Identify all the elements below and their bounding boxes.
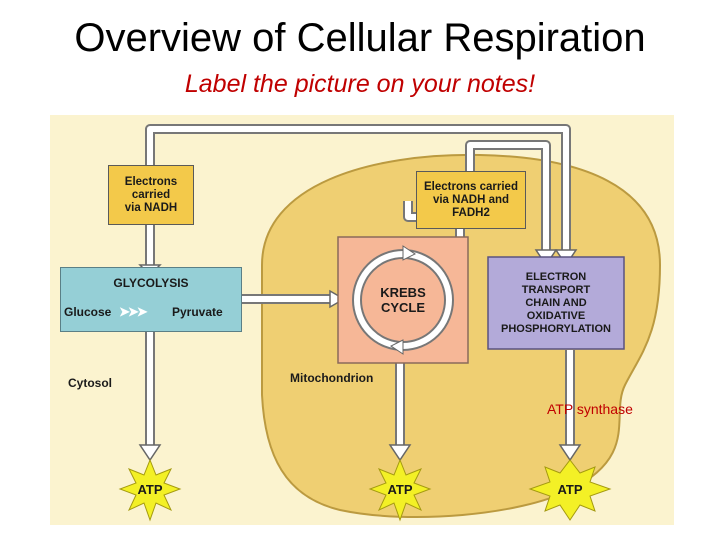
- krebs-label-box: KREBS CYCLE: [368, 280, 438, 320]
- glycolysis-title: GLYCOLYSIS: [113, 276, 189, 290]
- atp-label-oxidative: ATP: [557, 482, 583, 497]
- atp-synthase-label: ATP synthase: [547, 401, 633, 417]
- atp-stars: [118, 458, 612, 522]
- etc-label-box: ELECTRON TRANSPORT CHAIN AND OXIDATIVE P…: [488, 257, 624, 349]
- glucose-label: Glucose: [64, 305, 112, 319]
- etc-box: [487, 256, 625, 350]
- glycolysis-arrows-icon: ➤➤➤: [119, 304, 148, 319]
- arrow-heads: [138, 249, 582, 462]
- mitochondrion-label: Mitochondrion: [290, 371, 374, 385]
- etc-label: ELECTRON TRANSPORT CHAIN AND OXIDATIVE P…: [500, 270, 611, 335]
- nadh-electrons-label: Electrons carried via NADH: [124, 175, 178, 214]
- respiration-diagram: Electrons carried via NADH Electrons car…: [50, 115, 674, 525]
- glycolysis-box: GLYCOLYSIS Glucose ➤➤➤ Pyruvate: [60, 267, 242, 332]
- electron-flow-arrows: [145, 124, 575, 445]
- nadh-fadh2-electrons-box: Electrons carried via NADH and FADH2: [416, 171, 526, 229]
- nadh-fadh2-electrons-label: Electrons carried via NADH and FADH2: [424, 180, 518, 219]
- atp-label-krebs: ATP: [387, 482, 413, 497]
- atp-label-glycolysis: ATP: [137, 482, 163, 497]
- krebs-label: KREBS CYCLE: [380, 285, 426, 315]
- nadh-electrons-box: Electrons carried via NADH: [108, 165, 194, 225]
- diagram-graphics: [118, 124, 662, 522]
- page-subtitle: Label the picture on your notes!: [184, 70, 536, 98]
- cytosol-label: Cytosol: [68, 376, 113, 390]
- page-title: Overview of Cellular Respiration: [74, 16, 646, 60]
- pyruvate-label: Pyruvate: [172, 305, 223, 319]
